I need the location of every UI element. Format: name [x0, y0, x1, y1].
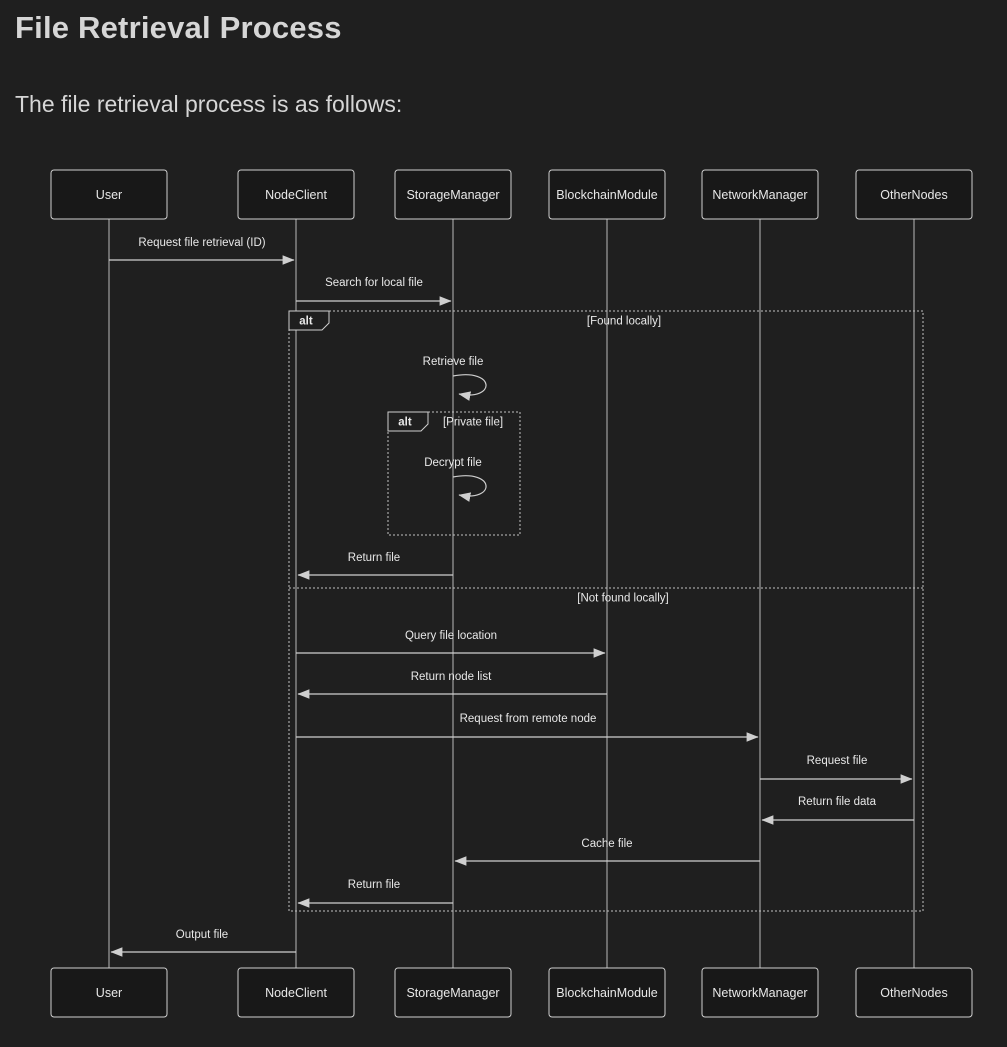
- message-query-file-location: Query file location: [296, 630, 606, 658]
- message-label: Retrieve file: [423, 356, 484, 368]
- actor-box: [394, 967, 512, 1018]
- actor-bottom-othernodes: OtherNodes: [855, 967, 973, 1018]
- alt-label: alt: [398, 417, 412, 429]
- lifelines: [108, 219, 915, 968]
- actor-label: NodeClient: [265, 986, 327, 1000]
- actors-top: User NodeClient StorageManager Blockchai…: [50, 169, 973, 220]
- actor-top-networkmanager: NetworkManager: [701, 169, 819, 220]
- alt-label: alt: [299, 316, 313, 328]
- actor-label: NetworkManager: [712, 188, 807, 202]
- actor-box: [701, 967, 819, 1018]
- actor-bottom-networkmanager: NetworkManager: [701, 967, 819, 1018]
- actor-box: [701, 169, 819, 220]
- actors-bottom: User NodeClient StorageManager Blockchai…: [50, 967, 973, 1018]
- message-label: Request file retrieval (ID): [138, 237, 265, 249]
- message-request-file: Request file: [760, 755, 913, 784]
- actor-top-user: User: [50, 169, 168, 220]
- actor-bottom-user: User: [50, 967, 168, 1018]
- actor-top-storagemanager: StorageManager: [394, 169, 512, 220]
- message-label: Return file data: [798, 796, 877, 808]
- intro-text: The file retrieval process is as follows…: [15, 91, 403, 117]
- message-cache-file: Cache file: [454, 838, 760, 866]
- guard-private-file: [Private file]: [443, 417, 503, 429]
- message-output-file: Output file: [110, 929, 296, 957]
- actor-label: BlockchainModule: [556, 986, 657, 1000]
- page-title: File Retrieval Process: [15, 10, 342, 45]
- message-label: Return file: [348, 552, 400, 564]
- actor-top-blockchainmodule: BlockchainModule: [548, 169, 666, 220]
- message-label: Return node list: [411, 671, 492, 683]
- self-loop-arrow: [452, 475, 487, 502]
- actor-box: [548, 967, 666, 1018]
- message-return-file-data: Return file data: [761, 796, 914, 825]
- message-label: Cache file: [581, 838, 632, 850]
- message-label: Query file location: [405, 630, 497, 642]
- actor-label: StorageManager: [406, 188, 499, 202]
- message-label: Return file: [348, 879, 400, 891]
- actor-box: [548, 169, 666, 220]
- guard-not-found-locally: [Not found locally]: [577, 593, 668, 605]
- actor-box: [237, 967, 355, 1018]
- message-request-remote-node: Request from remote node: [296, 713, 759, 742]
- actor-box: [237, 169, 355, 220]
- message-label: Request file: [807, 755, 868, 767]
- actor-label: NetworkManager: [712, 986, 807, 1000]
- message-label: Request from remote node: [460, 713, 597, 725]
- actor-label: User: [96, 986, 122, 1000]
- actor-bottom-nodeclient: NodeClient: [237, 967, 355, 1018]
- message-decrypt-file-selfloop: Decrypt file: [424, 457, 487, 502]
- actor-label: BlockchainModule: [556, 188, 657, 202]
- self-loop-arrow: [452, 374, 487, 401]
- message-label: Output file: [176, 929, 228, 941]
- message-return-node-list: Return node list: [297, 671, 607, 699]
- actor-box: [50, 169, 168, 220]
- message-request-file-retrieval: Request file retrieval (ID): [109, 237, 295, 265]
- alt-fragment-border: [288, 310, 924, 912]
- message-retrieve-file-selfloop: Retrieve file: [423, 356, 487, 401]
- actor-bottom-blockchainmodule: BlockchainModule: [548, 967, 666, 1018]
- message-label: Decrypt file: [424, 457, 482, 469]
- alt-label-tab: [288, 310, 330, 331]
- alt-label-tab: [387, 411, 429, 432]
- actor-box: [855, 967, 973, 1018]
- message-return-file-local: Return file: [297, 552, 453, 580]
- message-search-local-file: Search for local file: [296, 277, 452, 306]
- actor-label: NodeClient: [265, 188, 327, 202]
- alt-fragment-inner: alt [Private file]: [387, 411, 521, 536]
- actor-box: [855, 169, 973, 220]
- actor-label: OtherNodes: [880, 986, 947, 1000]
- actor-box: [394, 169, 512, 220]
- actor-label: OtherNodes: [880, 188, 947, 202]
- actor-top-nodeclient: NodeClient: [237, 169, 355, 220]
- guard-found-locally: [Found locally]: [587, 316, 661, 328]
- actor-label: StorageManager: [406, 986, 499, 1000]
- actor-bottom-storagemanager: StorageManager: [394, 967, 512, 1018]
- alt-fragment-border: [387, 411, 521, 536]
- actor-box: [50, 967, 168, 1018]
- message-return-file-remote: Return file: [297, 879, 453, 908]
- actor-top-othernodes: OtherNodes: [855, 169, 973, 220]
- alt-fragment-outer: alt [Found locally] [Not found locally]: [288, 310, 924, 912]
- message-label: Search for local file: [325, 277, 423, 289]
- actor-label: User: [96, 188, 122, 202]
